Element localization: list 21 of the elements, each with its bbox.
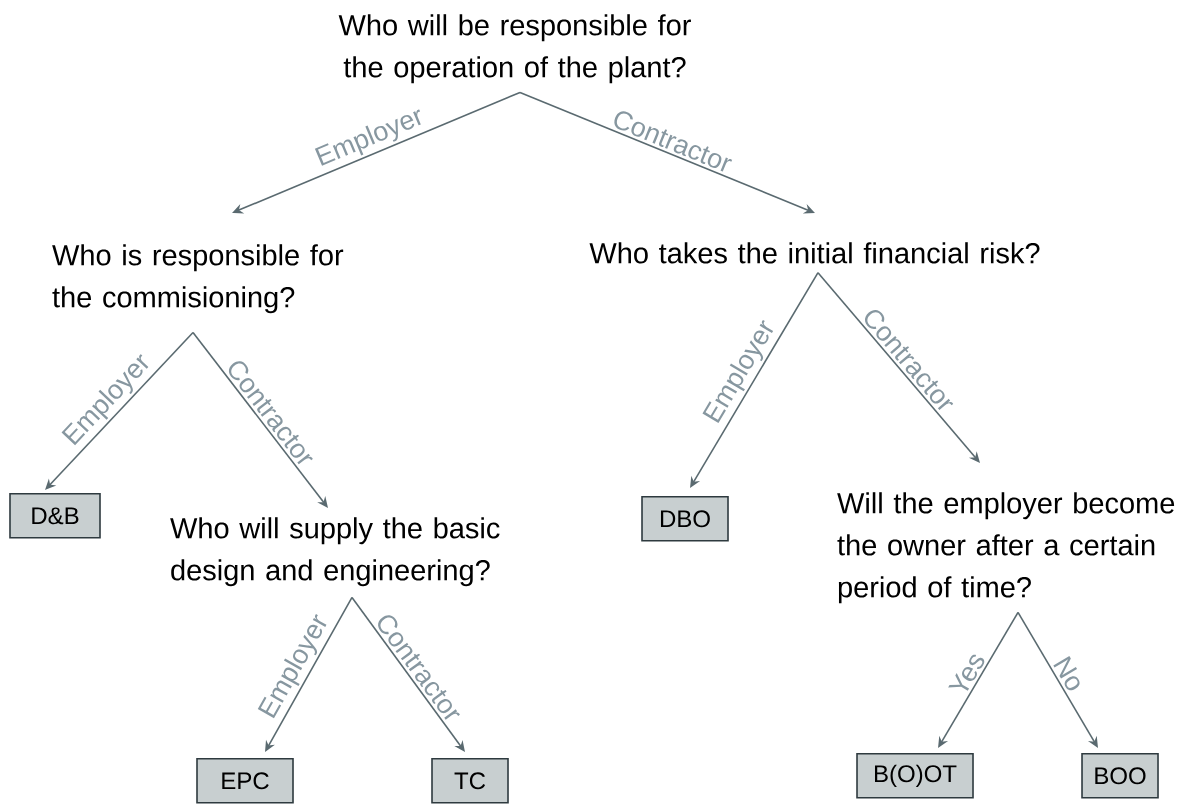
arrow xyxy=(351,596,465,752)
arrow xyxy=(45,331,194,490)
arrow xyxy=(817,271,980,463)
arrow xyxy=(938,611,1019,748)
answer-box: BOO xyxy=(1081,753,1159,799)
question-text: Who is responsible for the commisioning? xyxy=(52,244,344,314)
answer-box: B(O)OT xyxy=(856,753,974,799)
answer-box: EPC xyxy=(196,758,294,804)
question-text: Who will supply the basic design and engineering? xyxy=(170,517,500,587)
arrow xyxy=(1017,611,1098,748)
answer-box: DBO xyxy=(641,496,729,542)
question-text: Who will be responsible for the operation of the plant? xyxy=(338,14,691,84)
question-text: Will the employer become the owner after a certain period of time? xyxy=(837,492,1175,604)
question-text: Who takes the initial financial risk? xyxy=(589,242,1040,264)
arrow xyxy=(690,271,819,488)
arrow xyxy=(265,596,353,752)
edge-label: Yes xyxy=(946,648,988,699)
edge-label: No xyxy=(1050,652,1088,695)
arrow xyxy=(192,331,328,508)
answer-box: TC xyxy=(431,758,509,804)
answer-box: D&B xyxy=(9,493,101,539)
